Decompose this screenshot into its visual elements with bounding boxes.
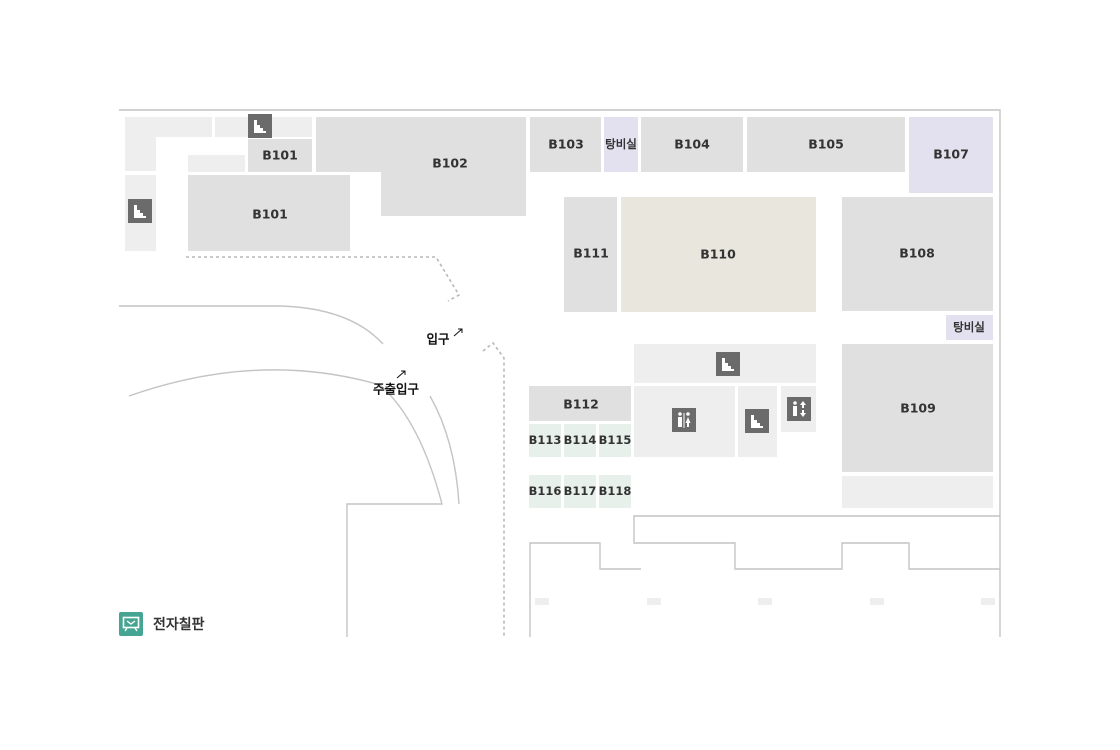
plaza-curve-arc bbox=[128, 369, 443, 637]
bottom-center-wall bbox=[529, 542, 641, 637]
room-pantry-top[interactable] bbox=[604, 117, 638, 172]
bottom-right-wall bbox=[633, 515, 1000, 570]
room-b102[interactable] bbox=[316, 117, 526, 216]
label-b113: B113 bbox=[529, 433, 562, 447]
path-right bbox=[482, 341, 505, 637]
label-pantry-right: 탕비실 bbox=[953, 320, 985, 334]
stairs-icon[interactable] bbox=[128, 199, 152, 223]
label-b101-small: B101 bbox=[262, 148, 298, 163]
room-pantry-right[interactable] bbox=[946, 315, 993, 340]
label-b112: B112 bbox=[563, 397, 599, 412]
label-b116: B116 bbox=[529, 484, 562, 498]
label-b107: B107 bbox=[933, 147, 969, 162]
restroom-icon[interactable] bbox=[672, 408, 696, 432]
main-entrance-arrow-icon bbox=[396, 370, 406, 379]
label-b103: B103 bbox=[548, 137, 584, 152]
label-b104: B104 bbox=[674, 137, 710, 152]
marker-2 bbox=[647, 598, 661, 605]
marker-5 bbox=[981, 598, 995, 605]
room-b114[interactable] bbox=[564, 424, 596, 457]
entrance-arrow-icon bbox=[453, 328, 463, 337]
label-b114: B114 bbox=[564, 433, 597, 447]
room-b111[interactable] bbox=[564, 197, 617, 312]
room-b116[interactable] bbox=[529, 475, 561, 508]
label-main-entrance: 주출입구 bbox=[373, 382, 420, 397]
plaza-curve-top bbox=[119, 305, 384, 345]
label-entrance: 입구 bbox=[426, 332, 450, 347]
plaza-curve-right bbox=[429, 395, 460, 505]
room-b117[interactable] bbox=[564, 475, 596, 508]
room-b112[interactable] bbox=[529, 386, 631, 421]
label-b117: B117 bbox=[564, 484, 597, 498]
room-b109[interactable] bbox=[842, 344, 993, 472]
marker-1 bbox=[535, 598, 549, 605]
digital-board-icon bbox=[119, 612, 143, 636]
stairs-icon[interactable] bbox=[248, 114, 272, 138]
stairs-icon[interactable] bbox=[716, 352, 740, 376]
label-b115: B115 bbox=[599, 433, 632, 447]
label-b105: B105 bbox=[808, 137, 844, 152]
path-top bbox=[186, 256, 461, 302]
corridor-right-bottom bbox=[842, 476, 993, 508]
label-b109: B109 bbox=[900, 401, 936, 416]
outer-wall bbox=[119, 109, 1001, 637]
label-b102: B102 bbox=[432, 156, 468, 171]
room-b101-large[interactable] bbox=[188, 175, 350, 251]
label-b118: B118 bbox=[599, 484, 632, 498]
room-b113[interactable] bbox=[529, 424, 561, 457]
corridor-left-vertical bbox=[125, 137, 156, 171]
label-b110: B110 bbox=[700, 247, 736, 262]
legend-label-digital-board: 전자칠판 bbox=[153, 617, 205, 633]
room-b115[interactable] bbox=[599, 424, 631, 457]
legend: 전자칠판 bbox=[119, 612, 205, 636]
stairs-icon[interactable] bbox=[745, 409, 769, 433]
room-b105[interactable] bbox=[747, 117, 905, 172]
room-b110[interactable] bbox=[621, 197, 816, 312]
label-b108: B108 bbox=[899, 246, 935, 261]
room-b108[interactable] bbox=[842, 197, 993, 311]
corridor-mid bbox=[188, 155, 245, 172]
room-b104[interactable] bbox=[641, 117, 743, 172]
room-b118[interactable] bbox=[599, 475, 631, 508]
room-b107[interactable] bbox=[909, 117, 993, 193]
room-b103[interactable] bbox=[530, 117, 601, 172]
marker-3 bbox=[758, 598, 772, 605]
elevator-icon[interactable] bbox=[787, 397, 811, 421]
label-b101-large: B101 bbox=[252, 207, 288, 222]
corridor-top-left bbox=[125, 117, 212, 137]
room-b101-small[interactable] bbox=[248, 139, 312, 172]
label-b111: B111 bbox=[573, 246, 609, 261]
marker-4 bbox=[870, 598, 884, 605]
label-pantry-top: 탕비실 bbox=[605, 137, 637, 151]
